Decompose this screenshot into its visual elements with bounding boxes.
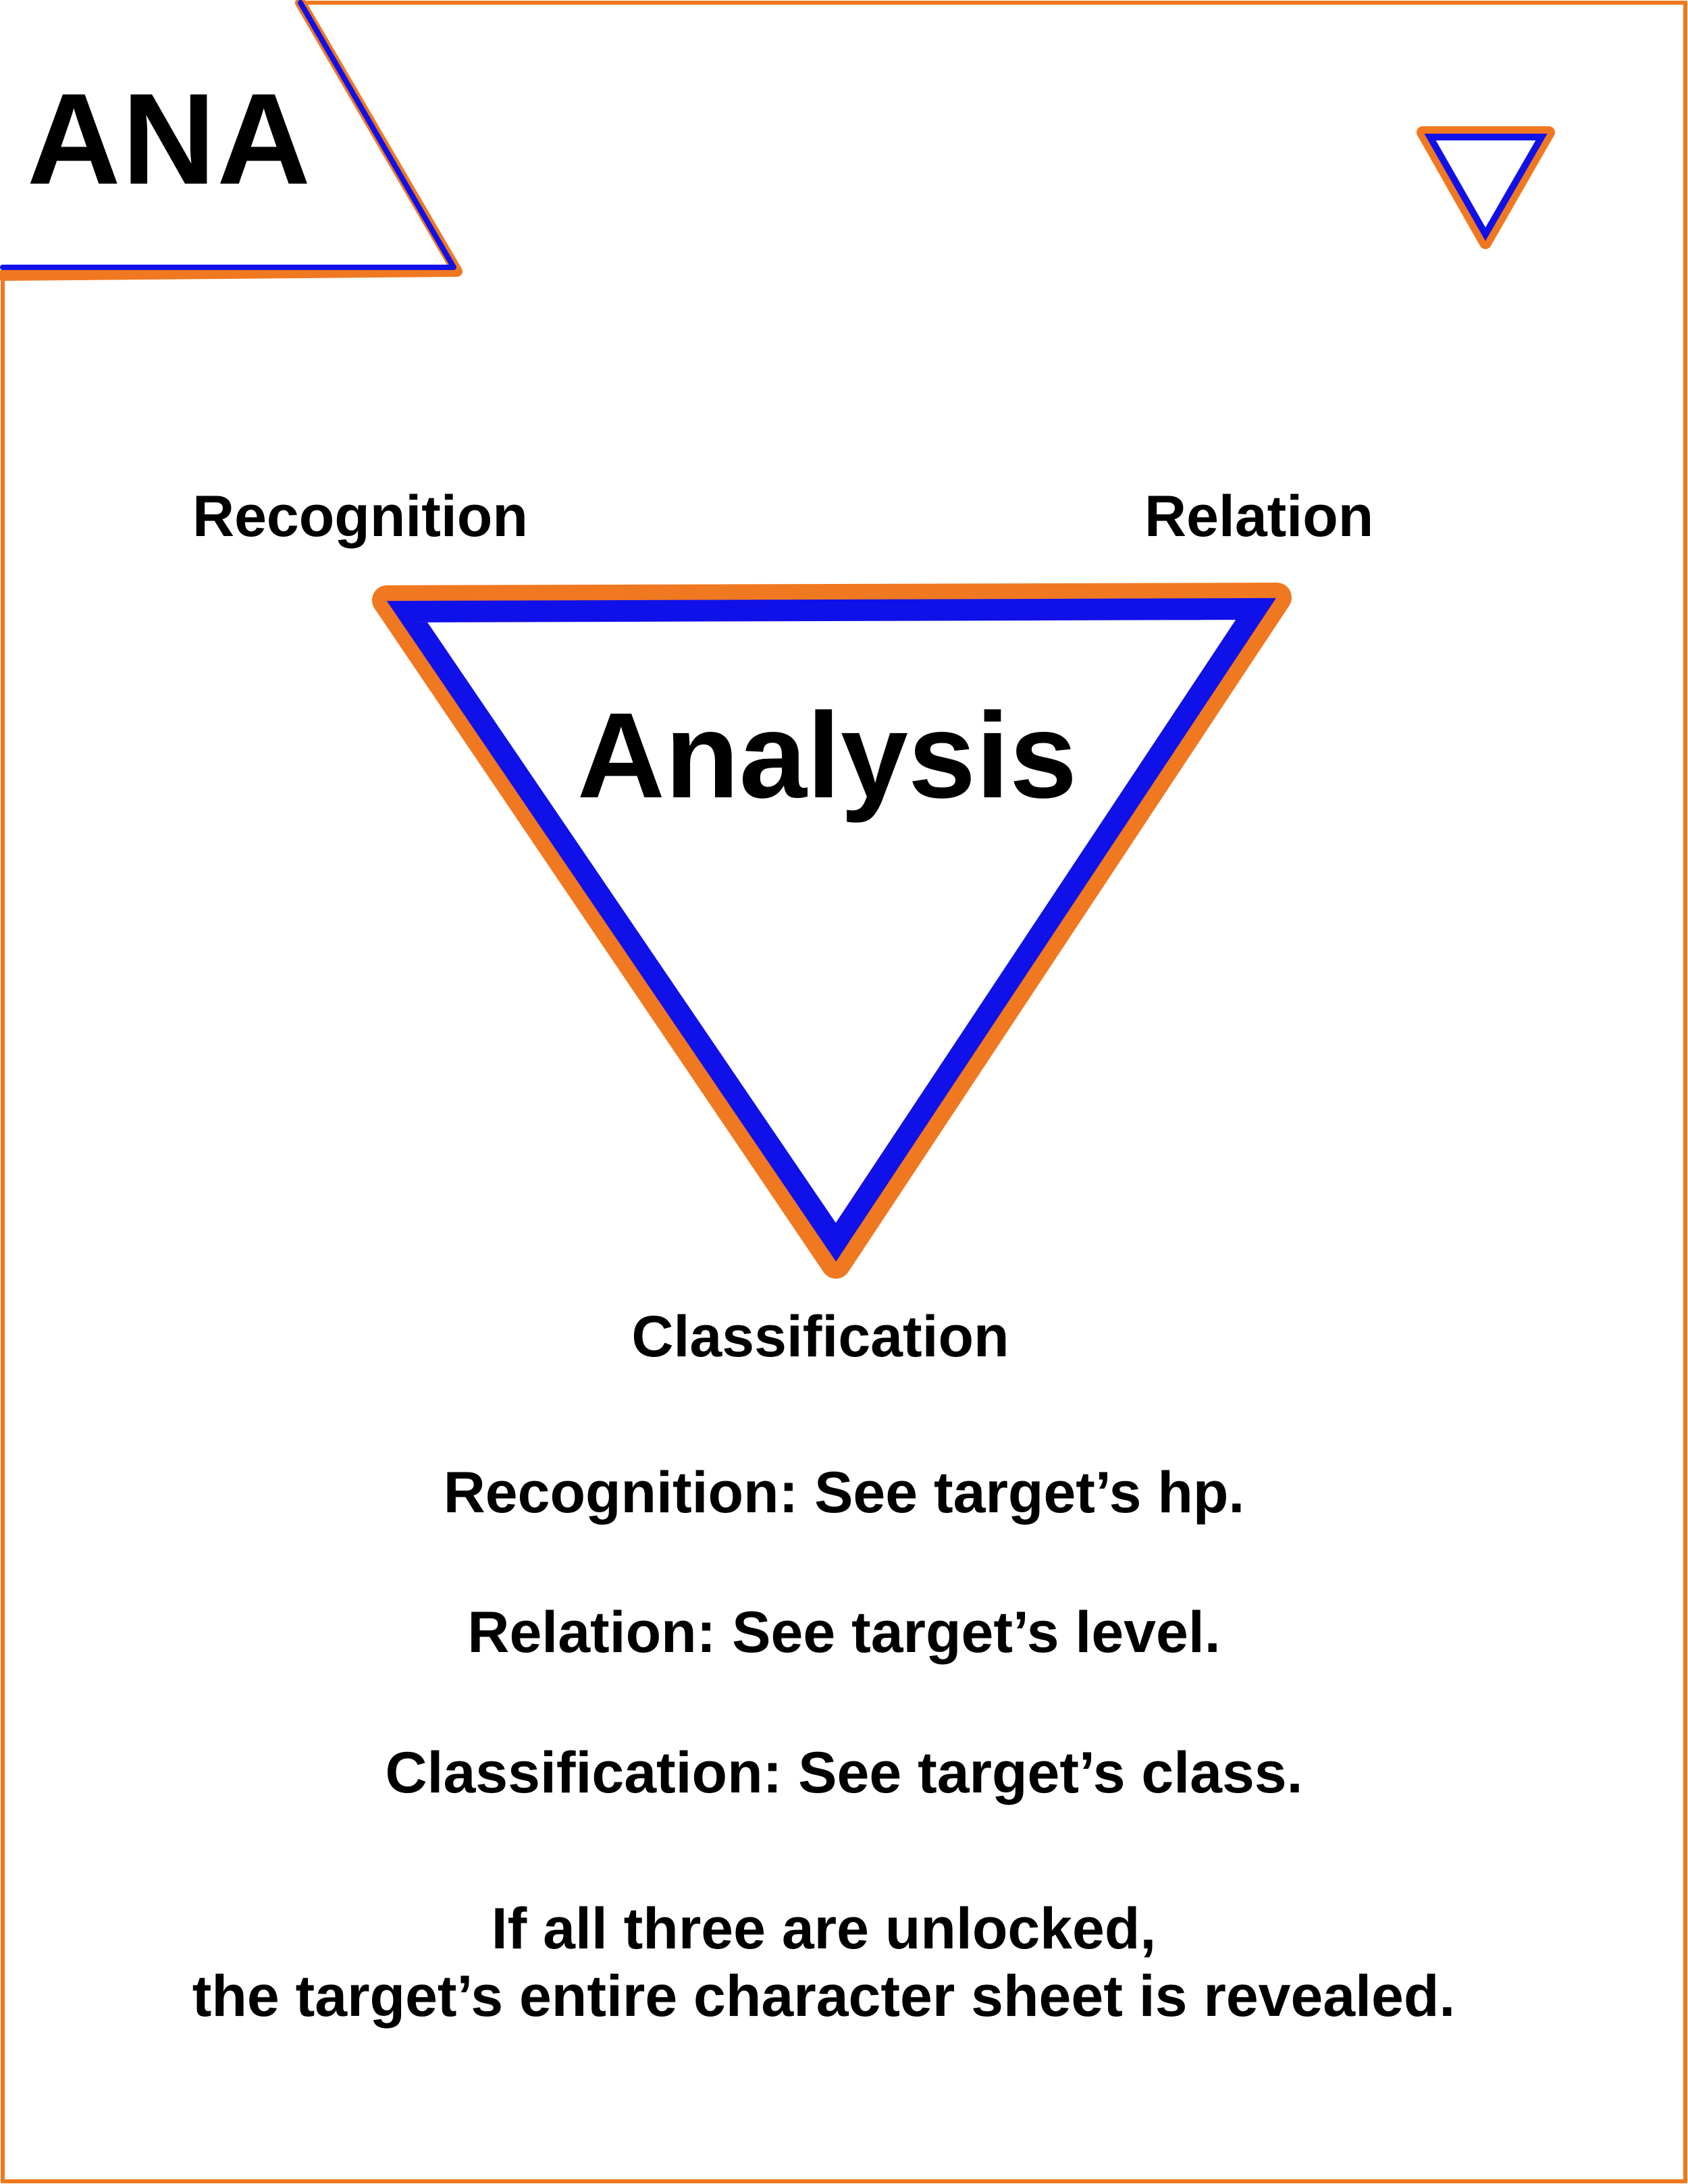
corner-label-recognition: Recognition bbox=[192, 484, 528, 549]
card-title: Analysis bbox=[577, 688, 1078, 824]
ability-description-recognition: Recognition: See target’s hp. bbox=[443, 1460, 1245, 1525]
unlock-note: If all three are unlocked, the target’s … bbox=[0, 1896, 1647, 2031]
unlock-note-line-2: the target’s entire character sheet is r… bbox=[192, 1963, 1456, 2029]
unlock-note-line-1: If all three are unlocked, bbox=[491, 1896, 1157, 1961]
ability-description-classification: Classification: See target’s class. bbox=[385, 1740, 1303, 1805]
analysis-triangle bbox=[372, 583, 1292, 1279]
ability-description-relation: Relation: See target’s level. bbox=[467, 1600, 1221, 1665]
corner-label-classification: Classification bbox=[631, 1304, 1009, 1369]
card-code: ANA bbox=[27, 66, 312, 211]
code-tab bbox=[0, 0, 463, 281]
corner-label-relation: Relation bbox=[1144, 484, 1374, 549]
inverted-triangle-icon bbox=[1417, 126, 1555, 249]
